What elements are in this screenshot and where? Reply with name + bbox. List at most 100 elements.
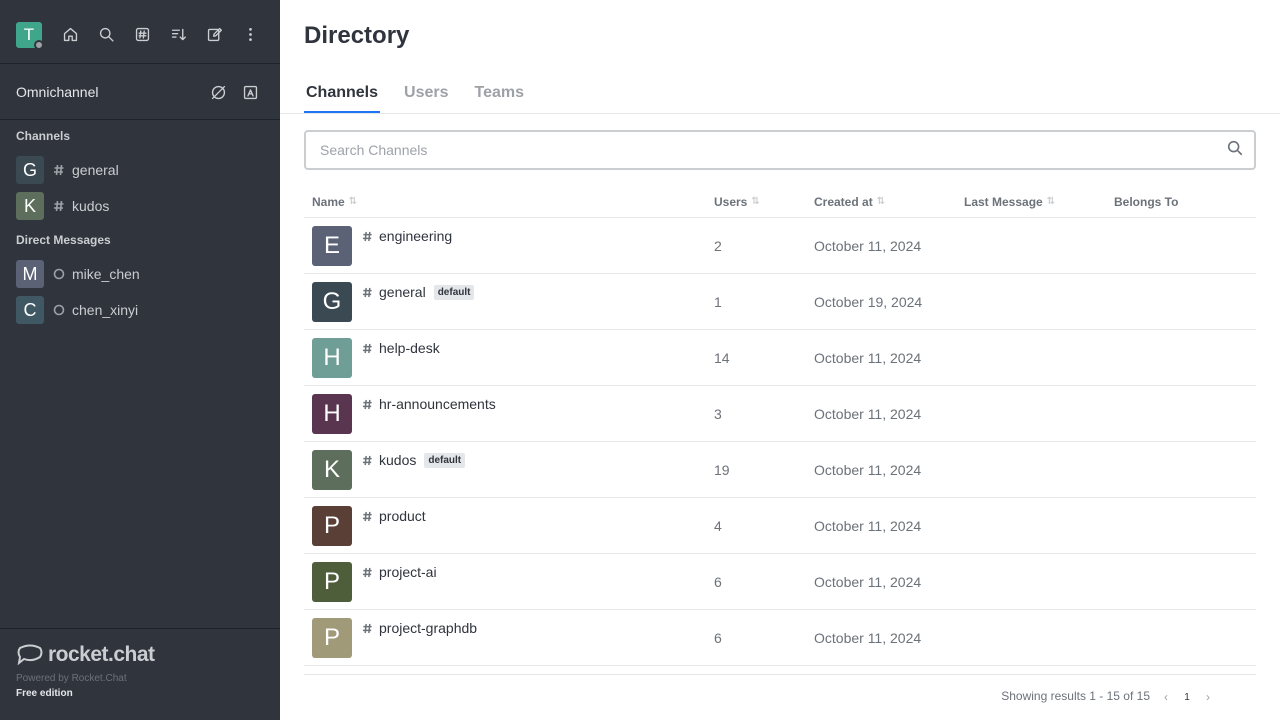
hash-icon (362, 567, 373, 578)
results-count: Showing results 1 - 15 of 15 (1001, 689, 1150, 703)
chevron-right-icon: › (1206, 690, 1210, 704)
search-icon[interactable] (1226, 139, 1244, 162)
pencil-icon (207, 27, 222, 41)
sidebar-item-kudos[interactable]: K kudos (0, 188, 280, 224)
channel-name: project-ai (362, 562, 437, 580)
directory-tabs: Channels Users Teams (304, 74, 526, 114)
belongs-to-cell (1106, 442, 1256, 497)
belongs-to-cell (1106, 330, 1256, 385)
channel-avatar: P (312, 506, 352, 546)
users-count-cell: 6 (714, 629, 722, 646)
column-header-users[interactable]: Users⇅ (714, 194, 760, 209)
channels-section-title: Channels (16, 129, 71, 143)
sort-icon: ⇅ (1046, 196, 1056, 207)
sort-icon: ⇅ (876, 196, 886, 207)
hash-icon (362, 455, 373, 466)
column-header-name[interactable]: Name⇅ (312, 194, 358, 209)
sidebar-item-general[interactable]: G general (0, 152, 280, 188)
room-avatar: G (16, 156, 44, 184)
users-count-cell: 6 (714, 573, 722, 590)
home-icon (63, 27, 77, 41)
rocket-chat-logo[interactable]: rocket.chat (16, 643, 264, 667)
rocket-chat-logo-text: rocket.chat (48, 643, 155, 666)
tab-channels[interactable]: Channels (304, 74, 381, 114)
belongs-to-cell (1106, 274, 1256, 329)
page-number-button[interactable]: 1 (1184, 691, 1190, 703)
omnichannel-availability-button[interactable] (204, 78, 232, 106)
table-header: Name⇅ Users⇅ Created at⇅ Last Message⇅ B… (304, 186, 1256, 218)
previous-page-button[interactable]: ‹ (1158, 689, 1174, 705)
user-avatar[interactable]: T (16, 22, 44, 50)
channel-name-text: hr-announcements (379, 396, 496, 412)
tab-users[interactable]: Users (404, 83, 449, 101)
channel-name: product (362, 506, 426, 524)
created-at-cell: October 11, 2024 (814, 629, 922, 646)
last-message-cell (956, 498, 1106, 553)
column-header-created-at[interactable]: Created at⇅ (814, 194, 886, 209)
more-options-button[interactable] (236, 20, 264, 48)
sidebar-item-chen-xinyi[interactable]: C chen_xinyi (0, 292, 280, 328)
search-button[interactable] (92, 20, 120, 48)
channel-name-text: help-desk (379, 340, 440, 356)
channel-avatar: K (312, 450, 352, 490)
room-avatar: K (16, 192, 44, 220)
user-status-indicator (34, 40, 44, 50)
pagination: ‹ 1 › (1158, 689, 1216, 705)
channel-avatar: E (312, 226, 352, 266)
hash-icon (52, 164, 66, 176)
channel-avatar: P (312, 562, 352, 602)
kebab-menu-icon (248, 27, 252, 41)
sort-icon: ⇅ (751, 196, 760, 207)
directory-page: Directory Channels Users Teams Name⇅ Use… (280, 0, 1280, 720)
hash-icon (362, 287, 373, 298)
channel-name-text: engineering (379, 228, 453, 244)
last-message-cell (956, 330, 1106, 385)
sort-button[interactable] (164, 20, 192, 48)
last-message-cell (956, 218, 1106, 273)
omnichannel-contact-center-button[interactable] (236, 78, 264, 106)
last-message-cell (956, 274, 1106, 329)
home-button[interactable] (56, 20, 84, 48)
users-count-cell: 2 (714, 237, 722, 254)
channel-name: hr-announcements (362, 394, 496, 412)
sidebar-item-label: general (72, 162, 119, 178)
sidebar-item-mike-chen[interactable]: M mike_chen (0, 256, 280, 292)
directory-icon (135, 27, 149, 41)
create-new-button[interactable] (200, 20, 228, 48)
column-header-last-message[interactable]: Last Message⇅ (964, 194, 1056, 209)
channel-name-text: kudos (379, 452, 417, 468)
channel-avatar: H (312, 338, 352, 378)
search-input[interactable] (320, 140, 1226, 160)
chevron-left-icon: ‹ (1164, 690, 1168, 704)
next-page-button[interactable]: › (1200, 689, 1216, 705)
last-message-cell (956, 386, 1106, 441)
powered-by-link[interactable]: Powered by Rocket.Chat (16, 673, 127, 684)
directory-button[interactable] (128, 20, 156, 48)
hash-icon (52, 200, 66, 212)
rocket-chat-logo-icon (17, 644, 43, 666)
belongs-to-cell (1106, 498, 1256, 553)
channel-name-text: general (379, 284, 426, 300)
sidebar-footer: rocket.chat Powered by Rocket.Chat Free … (0, 628, 280, 720)
created-at-cell: October 11, 2024 (814, 517, 922, 534)
edition-label: Free edition (16, 688, 73, 699)
user-avatar-letter: T (23, 25, 35, 44)
tab-teams[interactable]: Teams (474, 83, 525, 101)
users-count-cell: 19 (714, 461, 730, 478)
